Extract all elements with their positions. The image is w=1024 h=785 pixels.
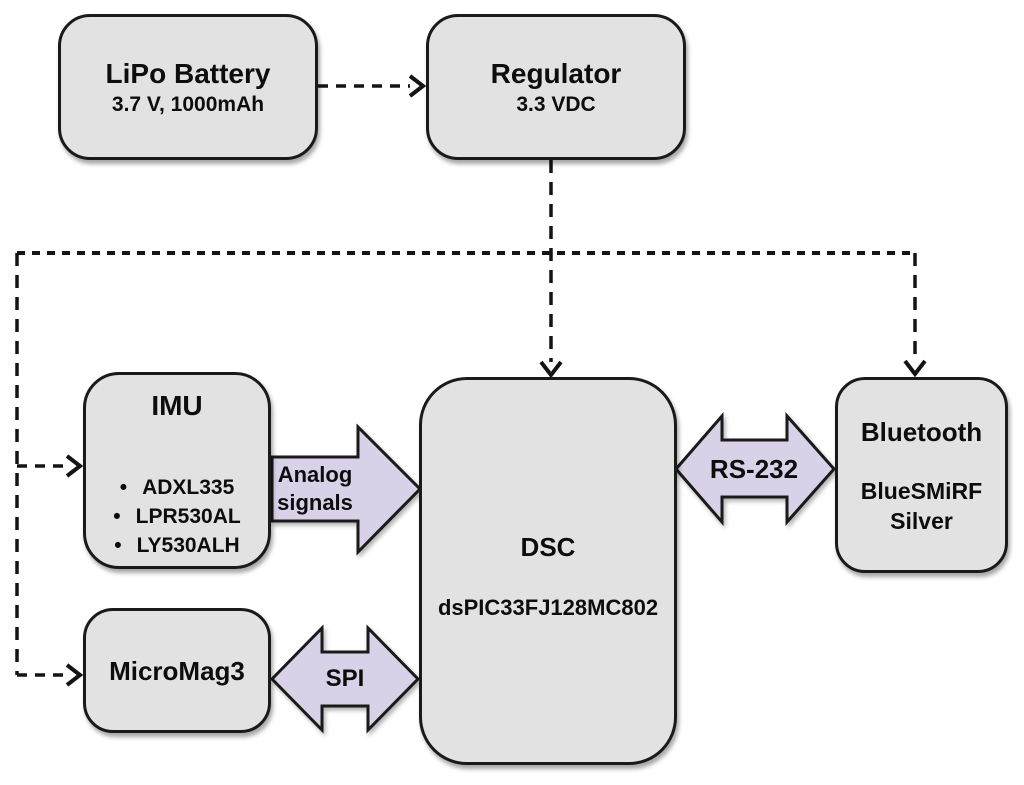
arrowhead-into-bluetooth (903, 359, 927, 378)
arrowhead-into-dsc (539, 360, 563, 379)
rs232-label: RS-232 (709, 453, 799, 484)
dsc-title: DSC (520, 532, 576, 562)
imu-item-label: LY530ALH (136, 534, 240, 557)
bullet-icon: • (113, 505, 121, 528)
node-bluetooth: Bluetooth BlueSMiRF Silver (835, 377, 1008, 573)
micromag-title: MicroMag3 (109, 655, 245, 686)
bullet-icon: • (119, 476, 128, 499)
node-imu: IMU • ADXL335 • LPR530AL • LY530ALH (83, 372, 271, 569)
bluetooth-title: Bluetooth (860, 417, 983, 447)
arrowhead-into-imu (65, 454, 84, 478)
imu-item-label: LPR530AL (135, 505, 241, 528)
node-dsc: DSC dsPIC33FJ128MC802 (419, 377, 677, 765)
regulator-title: Regulator (490, 57, 622, 89)
bluetooth-subtitle: BlueSMiRF Silver (860, 478, 983, 534)
node-lipo-battery: LiPo Battery 3.7 V, 1000mAh (58, 14, 318, 160)
imu-item-label: ADXL335 (142, 476, 235, 499)
regulator-subtitle: 3.3 VDC (516, 92, 596, 116)
imu-list-item: • LY530ALH (113, 531, 240, 560)
analog-signals-label: Analog signals (277, 462, 353, 515)
battery-subtitle: 3.7 V, 1000mAh (111, 92, 265, 116)
imu-sensor-list: • ADXL335 • LPR530AL • LY530ALH (113, 473, 240, 560)
battery-title: LiPo Battery (105, 57, 271, 89)
imu-list-item: • ADXL335 (113, 473, 240, 502)
arrowhead-into-micromag (65, 663, 84, 687)
bullet-icon: • (114, 534, 122, 557)
arrowhead-into-regulator (408, 74, 427, 98)
dsc-subtitle: dsPIC33FJ128MC802 (437, 595, 659, 620)
node-micromag3: MicroMag3 (83, 608, 271, 733)
imu-list-item: • LPR530AL (113, 502, 240, 531)
spi-label: SPI (325, 665, 365, 692)
node-regulator: Regulator 3.3 VDC (426, 14, 686, 160)
imu-title: IMU (151, 390, 203, 421)
